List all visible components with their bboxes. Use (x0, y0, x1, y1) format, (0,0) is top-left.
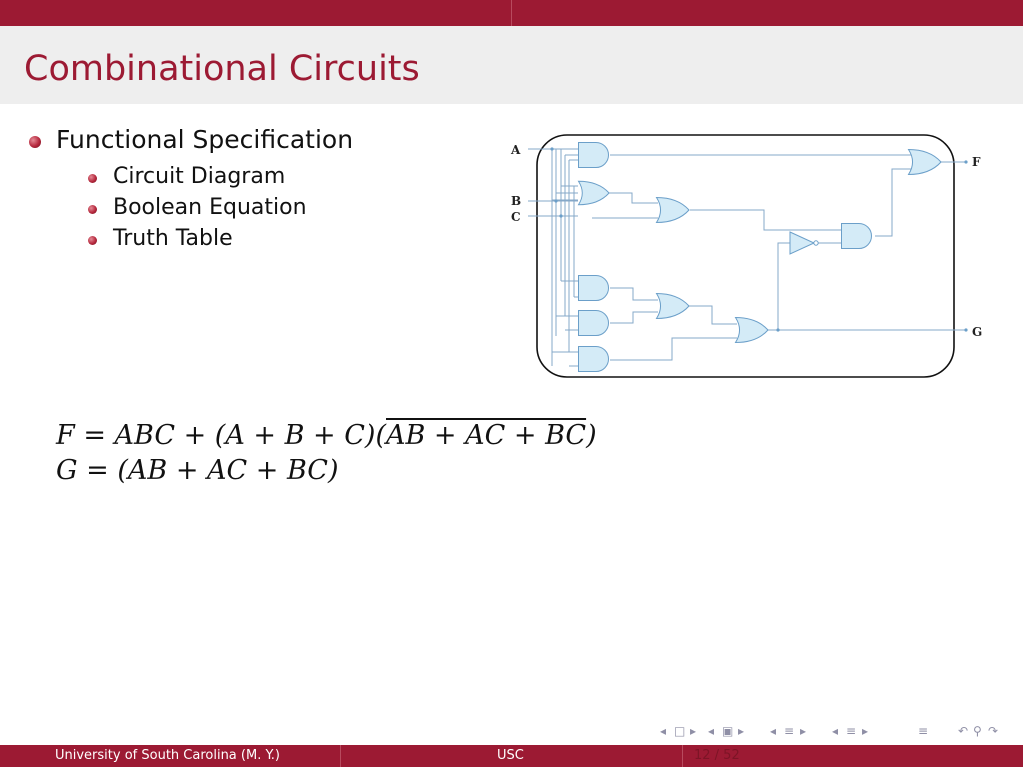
footer-divider (340, 745, 341, 767)
bullet-ball-icon (29, 136, 41, 148)
circuit-diagram: A B C F G (510, 134, 982, 378)
nav-section-icon[interactable]: ▣ (722, 724, 734, 738)
footer-page-number: 12 / 52 (694, 748, 740, 763)
nav-subsubsection-icon[interactable]: ≡ (846, 724, 857, 738)
bullet-ball-icon (88, 174, 97, 183)
page-title: Combinational Circuits (24, 49, 420, 89)
footer-institution: USC (497, 748, 524, 763)
equation-f-close: ) (586, 420, 597, 451)
nav-next-section-icon[interactable]: ▸ (738, 724, 745, 738)
output-label-f: F (972, 155, 981, 169)
bullet-ball-icon (88, 205, 97, 214)
footer-bar: University of South Carolina (M. Y.) USC… (0, 745, 1023, 767)
bullet-functional-specification: Functional Specification (56, 125, 354, 154)
nav-prev-frame-icon[interactable]: ◂ (660, 724, 667, 738)
nav-frame-icon[interactable]: □ (674, 724, 686, 738)
nav-search-icon[interactable]: ⚲ (973, 724, 982, 738)
nav-prev-subsubsection-icon[interactable]: ◂ (832, 724, 839, 738)
beamer-navigation: ◂ □ ▸ ◂ ▣ ▸ ◂ ≡ ▸ ◂ ≡ ▸ ≡ ↶ ⚲ ↷ (660, 724, 1020, 740)
equation-f-lhs: F = ABC + (A + B + C)( (56, 420, 386, 451)
equation-g: G = (AB + AC + BC) (56, 455, 339, 486)
nav-next-subsection-icon[interactable]: ▸ (800, 724, 807, 738)
nav-next-frame-icon[interactable]: ▸ (690, 724, 697, 738)
input-label-c: C (511, 210, 521, 224)
input-label-a: A (510, 143, 521, 157)
nav-prev-subsection-icon[interactable]: ◂ (770, 724, 777, 738)
title-bar (0, 26, 1023, 104)
bullet-truth-table: Truth Table (113, 226, 233, 251)
bullet-ball-icon (88, 236, 97, 245)
bullet-circuit-diagram: Circuit Diagram (113, 164, 286, 189)
top-bar (0, 0, 1023, 26)
output-label-g: G (972, 325, 982, 339)
top-bar-divider (511, 0, 512, 26)
equation-f-overline: AB + AC + BC (386, 420, 587, 451)
nav-subsection-icon[interactable]: ≡ (784, 724, 795, 738)
nav-prev-section-icon[interactable]: ◂ (708, 724, 715, 738)
footer-divider (682, 745, 683, 767)
nav-forward-icon[interactable]: ↷ (988, 724, 999, 738)
nav-outline-icon[interactable]: ≡ (918, 724, 929, 738)
bullet-boolean-equation: Boolean Equation (113, 195, 307, 220)
input-label-b: B (511, 194, 521, 208)
equation-f: F = ABC + (A + B + C)(AB + AC + BC) (56, 420, 597, 451)
nav-back-icon[interactable]: ↶ (958, 724, 969, 738)
nav-next-subsubsection-icon[interactable]: ▸ (862, 724, 869, 738)
footer-author: University of South Carolina (M. Y.) (55, 748, 280, 763)
